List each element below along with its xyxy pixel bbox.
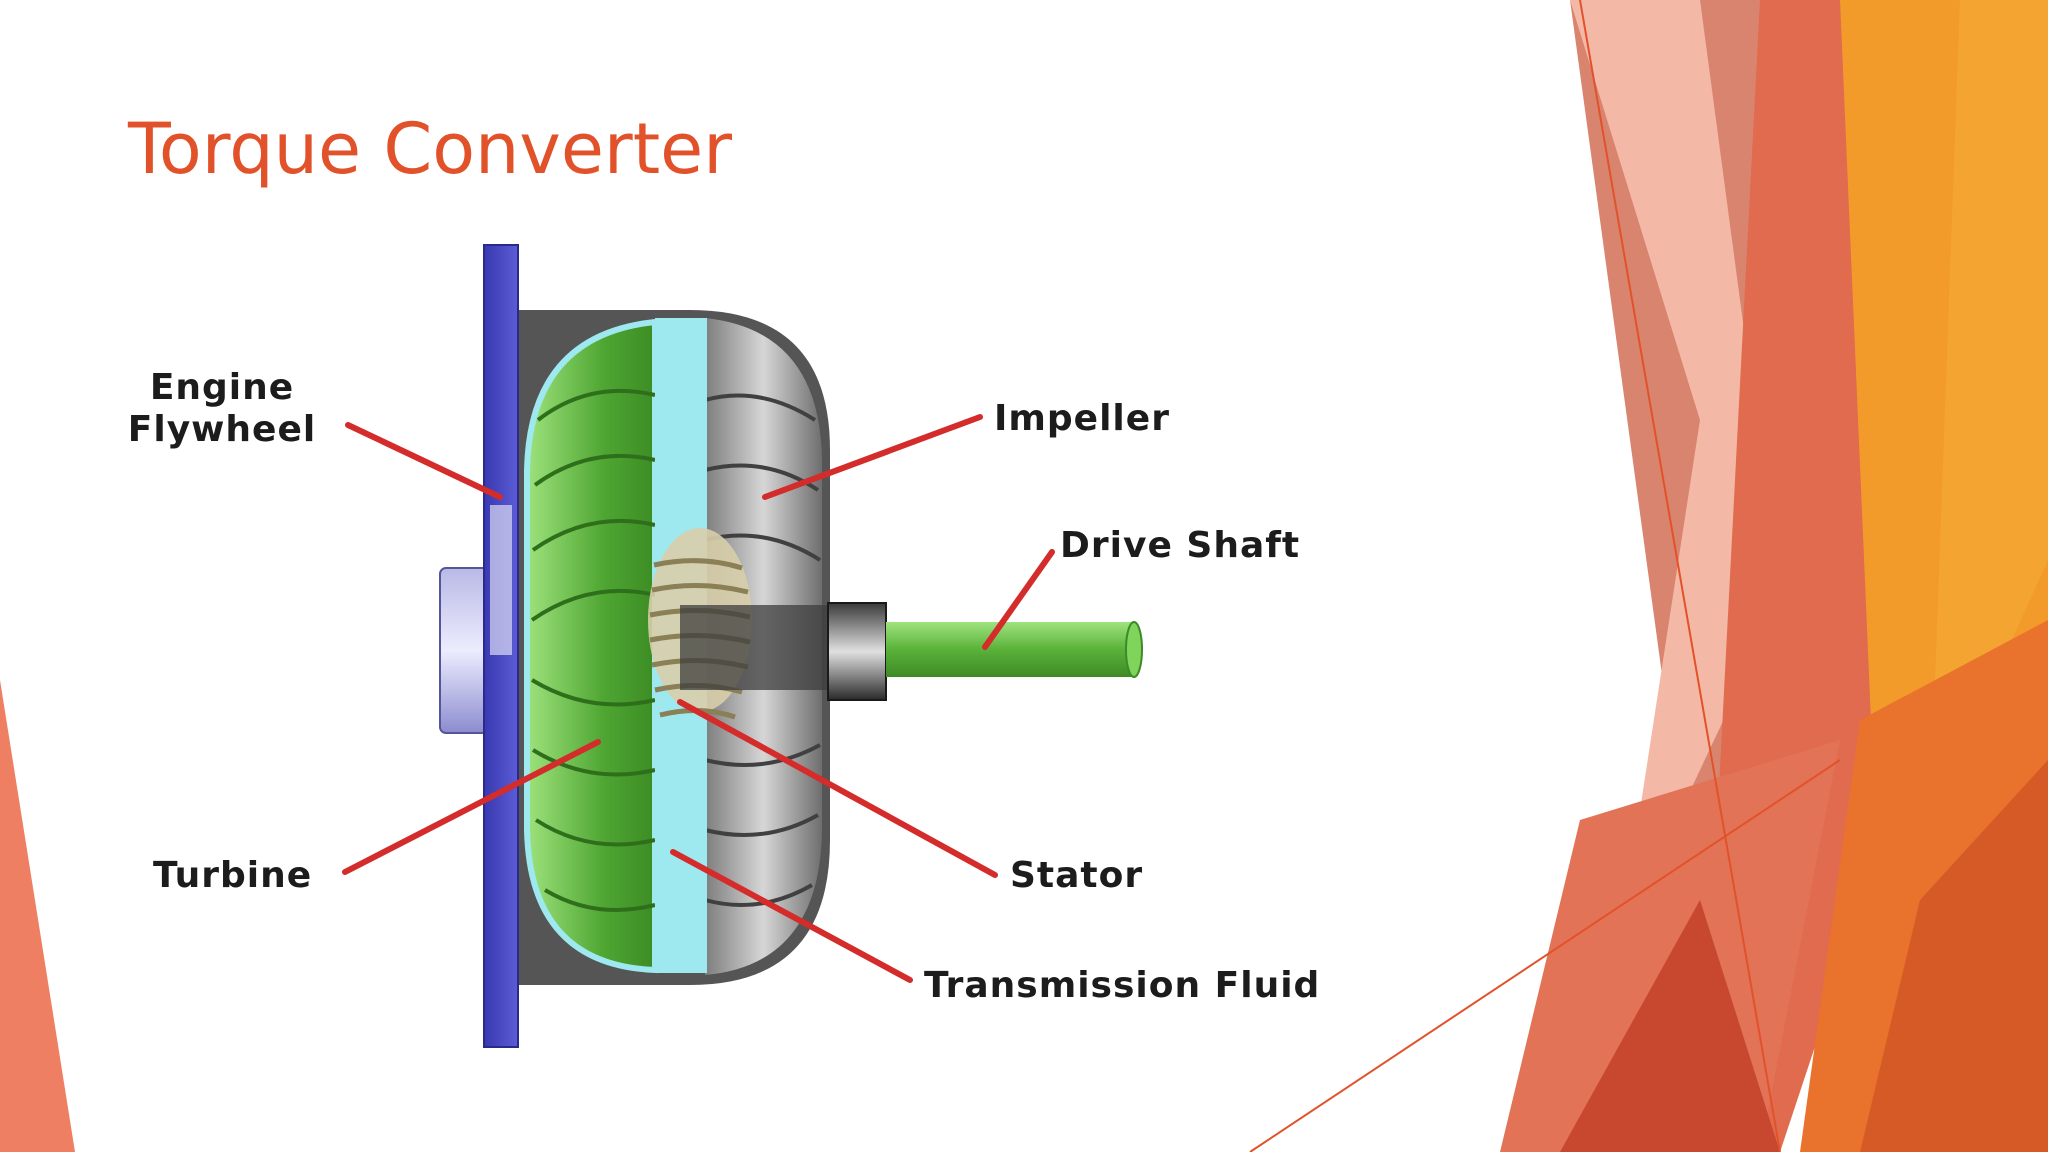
pointer-turbine (342, 739, 601, 875)
right-facet-7 (1860, 760, 2048, 1152)
turbine-shape (524, 318, 658, 974)
flywheel-highlight (490, 505, 512, 655)
pointer-stator (677, 699, 998, 878)
right-facet-9 (1560, 900, 1780, 1152)
label-engine: Engine (150, 367, 294, 408)
label-transmission-fluid: Transmission Fluid (924, 965, 1320, 1006)
pointer-transmission-fluid (670, 849, 913, 983)
label-flywheel: Flywheel (128, 409, 316, 450)
pointer-engine-flywheel (345, 422, 503, 500)
turbine-vanes (530, 388, 656, 912)
label-turbine: Turbine (153, 855, 312, 896)
drive-shaft-end (1125, 621, 1143, 678)
inner-shaft-shape (680, 605, 830, 690)
pointer-impeller (762, 414, 983, 500)
right-facet-8 (1500, 740, 1840, 1152)
left-wedge-shape (0, 680, 75, 1152)
label-drive-shaft: Drive Shaft (1060, 525, 1300, 566)
output-collar-shape (827, 602, 887, 701)
slide-title: Torque Converter (128, 108, 732, 190)
drive-shaft-shape (886, 622, 1134, 677)
pointer-lines (342, 414, 1055, 983)
accent-line-1 (1579, 0, 1781, 1152)
label-stator: Stator (1010, 855, 1143, 896)
accent-line-2 (1249, 759, 1841, 1152)
pointer-drive-shaft (982, 549, 1055, 650)
label-impeller: Impeller (994, 398, 1170, 439)
right-facet-5 (1930, 0, 2048, 820)
